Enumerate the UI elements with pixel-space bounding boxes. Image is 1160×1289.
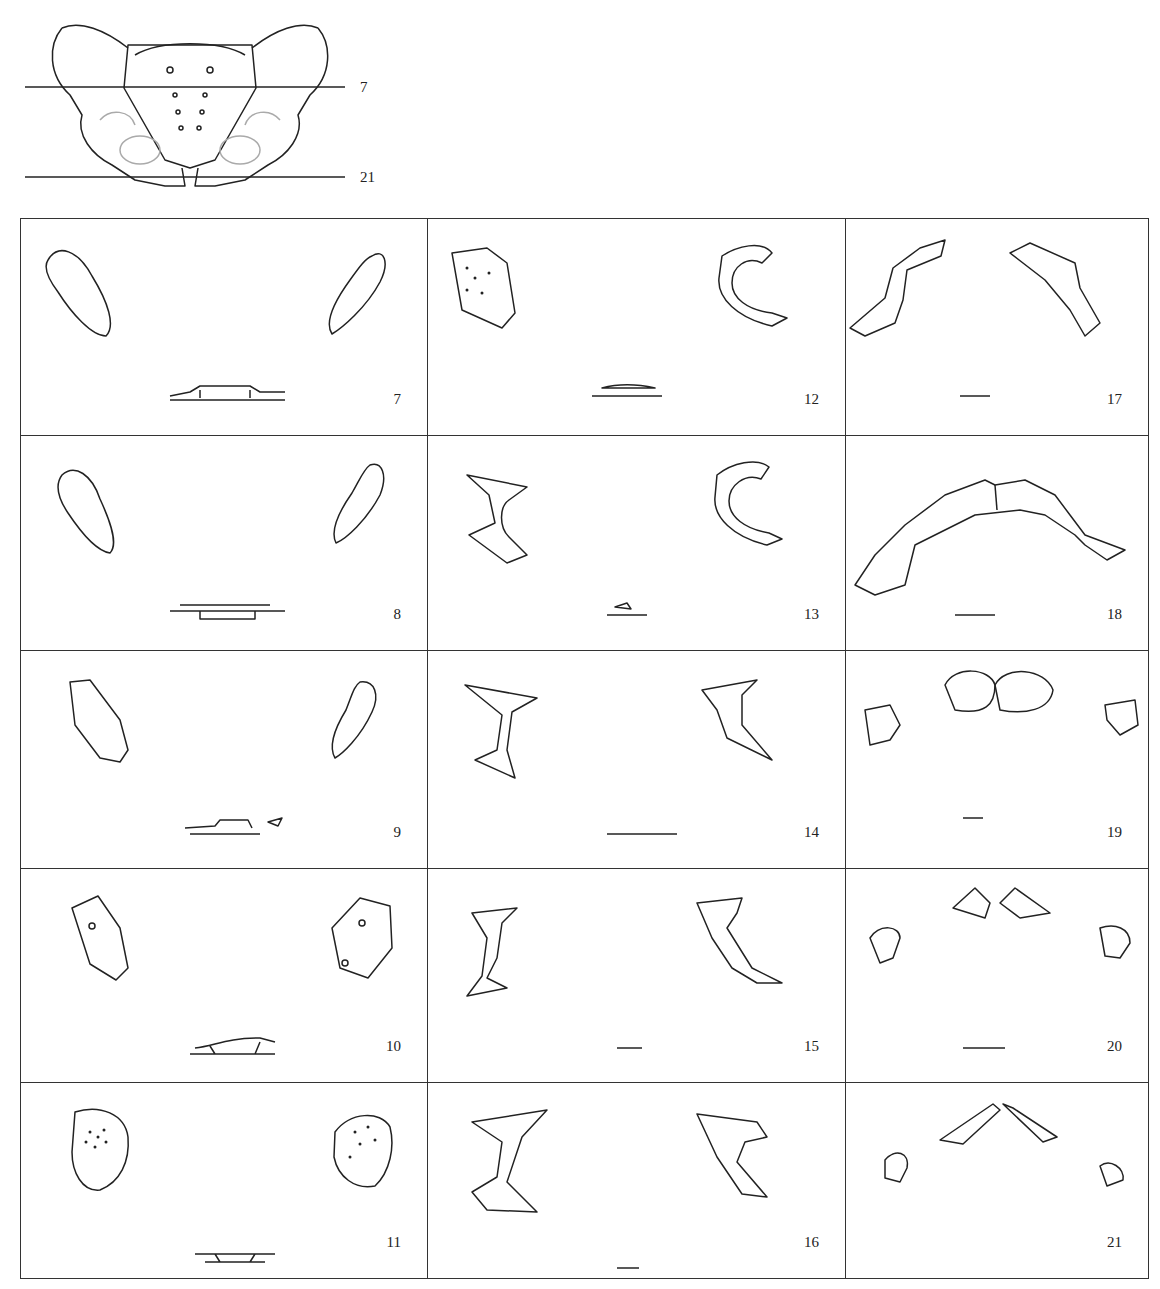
panel-number: 16 [802,1234,821,1251]
section-panel: 21 [845,1082,1149,1279]
section-16 [472,1110,767,1268]
section-21 [885,1104,1123,1186]
section-11 [72,1109,392,1262]
panel-number: 12 [802,391,821,408]
panel-number: 18 [1105,606,1124,623]
section-panel: 20 [845,868,1149,1083]
section-panel: 7 [20,218,428,436]
panel-number: 13 [802,606,821,623]
section-panel: 10 [20,868,428,1083]
section-10 [72,896,392,1054]
section-panel: 18 [845,435,1149,651]
section-panel: 12 [427,218,846,436]
panel-number: 14 [802,824,821,841]
panel-number: 8 [392,606,404,623]
panel-number: 10 [384,1038,403,1055]
section-panel: 16 [427,1082,846,1279]
pelvis-overview [25,25,345,186]
section-panel: 14 [427,650,846,869]
section-9 [70,680,376,834]
section-8 [58,464,384,619]
section-20 [870,888,1130,1048]
panel-number: 21 [1105,1234,1124,1251]
panel-number: 15 [802,1038,821,1055]
section-panel: 15 [427,868,846,1083]
panel-number: 7 [392,391,404,408]
panel-number: 20 [1105,1038,1124,1055]
section-14 [465,680,772,834]
section-13 [467,462,782,615]
section-panel: 11 [20,1082,428,1279]
section-12 [452,246,787,396]
section-19 [865,671,1138,818]
section-panel: 9 [20,650,428,869]
section-panel: 17 [845,218,1149,436]
panel-number: 19 [1105,824,1124,841]
panel-number: 11 [385,1234,403,1251]
section-panel: 19 [845,650,1149,869]
panel-number: 9 [392,824,404,841]
section-panel: 8 [20,435,428,651]
section-panel: 13 [427,435,846,651]
section-18 [855,480,1125,615]
panel-number: 17 [1105,391,1124,408]
section-17 [850,240,1100,396]
section-level-label: 21 [358,169,377,186]
section-7 [46,251,385,400]
section-15 [467,898,782,1048]
section-level-label: 7 [358,79,370,96]
